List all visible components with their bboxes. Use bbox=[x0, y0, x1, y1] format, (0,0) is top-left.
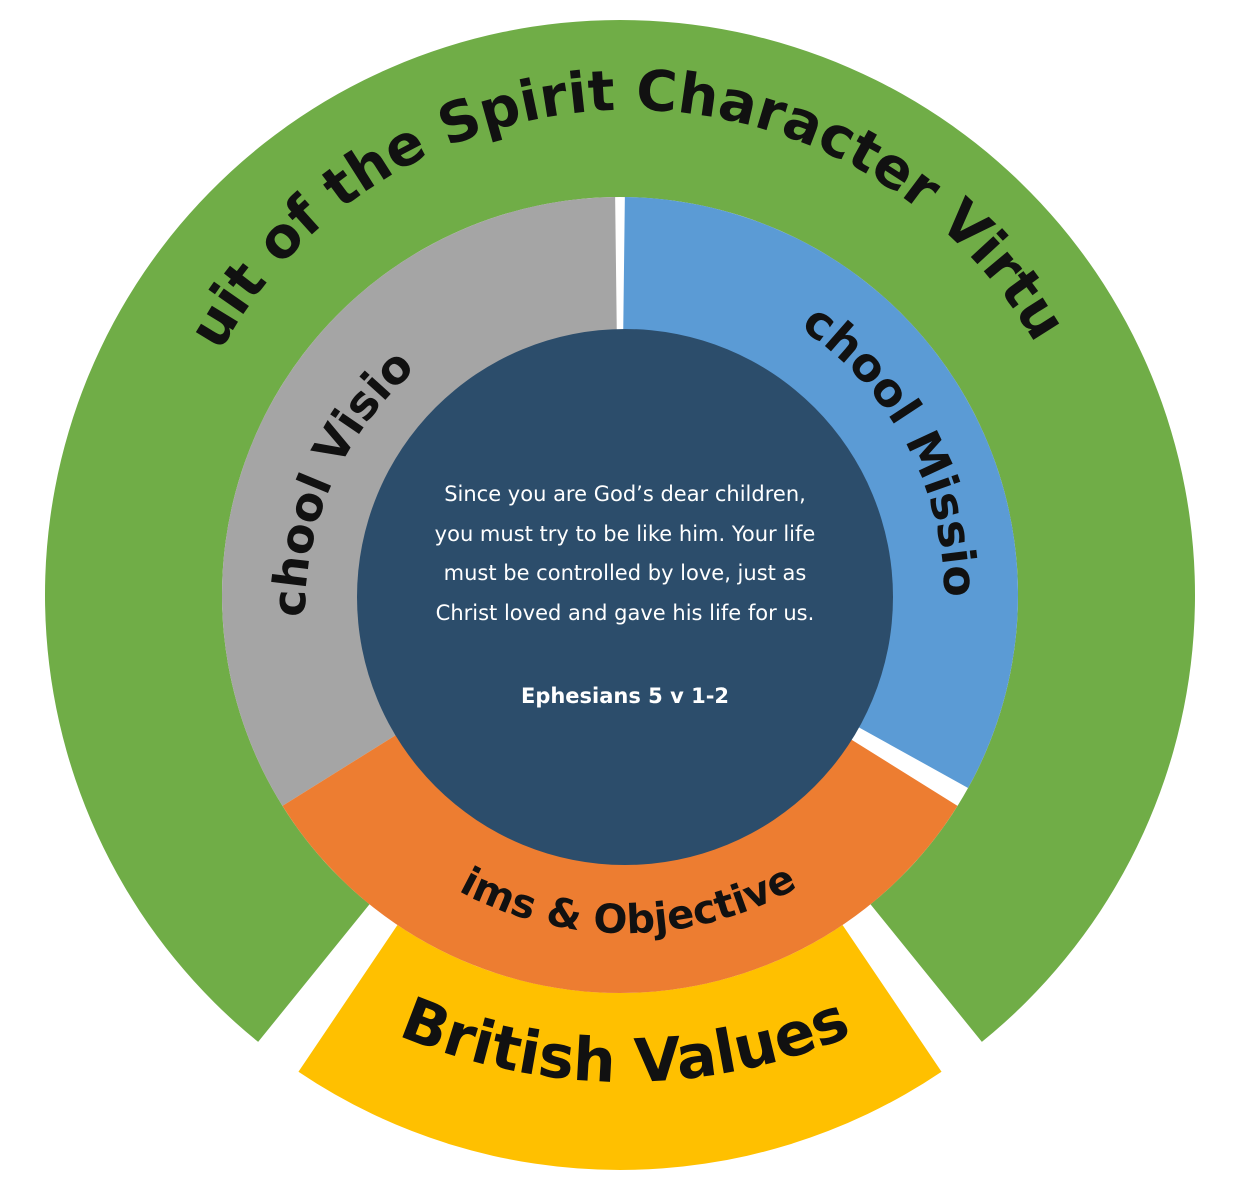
school-vision-segment bbox=[222, 197, 617, 806]
center-reference: Ephesians 5 v 1-2 bbox=[520, 684, 730, 708]
school-mission-segment bbox=[623, 197, 1019, 788]
center-disc bbox=[357, 329, 893, 865]
british-values-segment bbox=[298, 924, 942, 1170]
fruit-of-spirit-segment bbox=[45, 20, 1196, 1042]
center-verse: Since you are God’s dear children, you m… bbox=[434, 482, 816, 625]
